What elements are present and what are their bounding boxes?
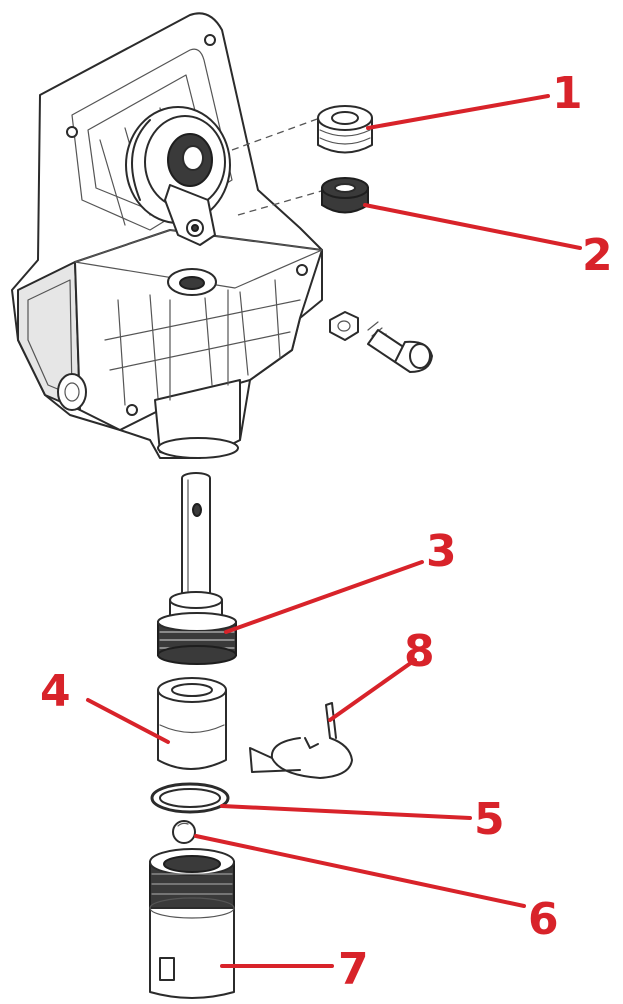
leader-6	[194, 834, 526, 908]
callout-number-2: 2	[582, 230, 613, 281]
callout-number-6: 6	[528, 894, 559, 945]
part-4-sleeve	[157, 677, 227, 770]
callout-number-4: 4	[40, 666, 71, 717]
callout-numbers: 1 2 3 4 5 6 7 8	[40, 68, 613, 995]
callout-number-3: 3	[426, 526, 457, 577]
alignment-line-lower	[237, 189, 326, 216]
part-2-seal-ring	[321, 177, 369, 214]
callout-number-1: 1	[552, 68, 583, 119]
part-8-circlip	[249, 702, 353, 779]
pump-housing	[11, 12, 323, 459]
alignment-line	[231, 117, 321, 151]
callout-number-7: 7	[338, 944, 369, 995]
side-bolt-and-nut	[329, 311, 433, 373]
part-3-piston	[157, 591, 237, 665]
leader-8	[328, 658, 417, 722]
callout-leaders	[86, 94, 582, 968]
callout-number-5: 5	[474, 794, 505, 845]
leader-1	[366, 94, 550, 130]
part-6-ball	[172, 820, 196, 844]
part-1-gland-nut	[317, 105, 373, 154]
part-7-valve-body	[149, 848, 235, 999]
leader-2	[363, 203, 582, 250]
piston-rod	[181, 472, 211, 601]
part-5-o-ring	[150, 782, 230, 814]
callout-number-8: 8	[404, 626, 435, 677]
leader-3	[224, 560, 424, 634]
leader-4	[86, 698, 170, 744]
leader-5	[220, 804, 472, 820]
